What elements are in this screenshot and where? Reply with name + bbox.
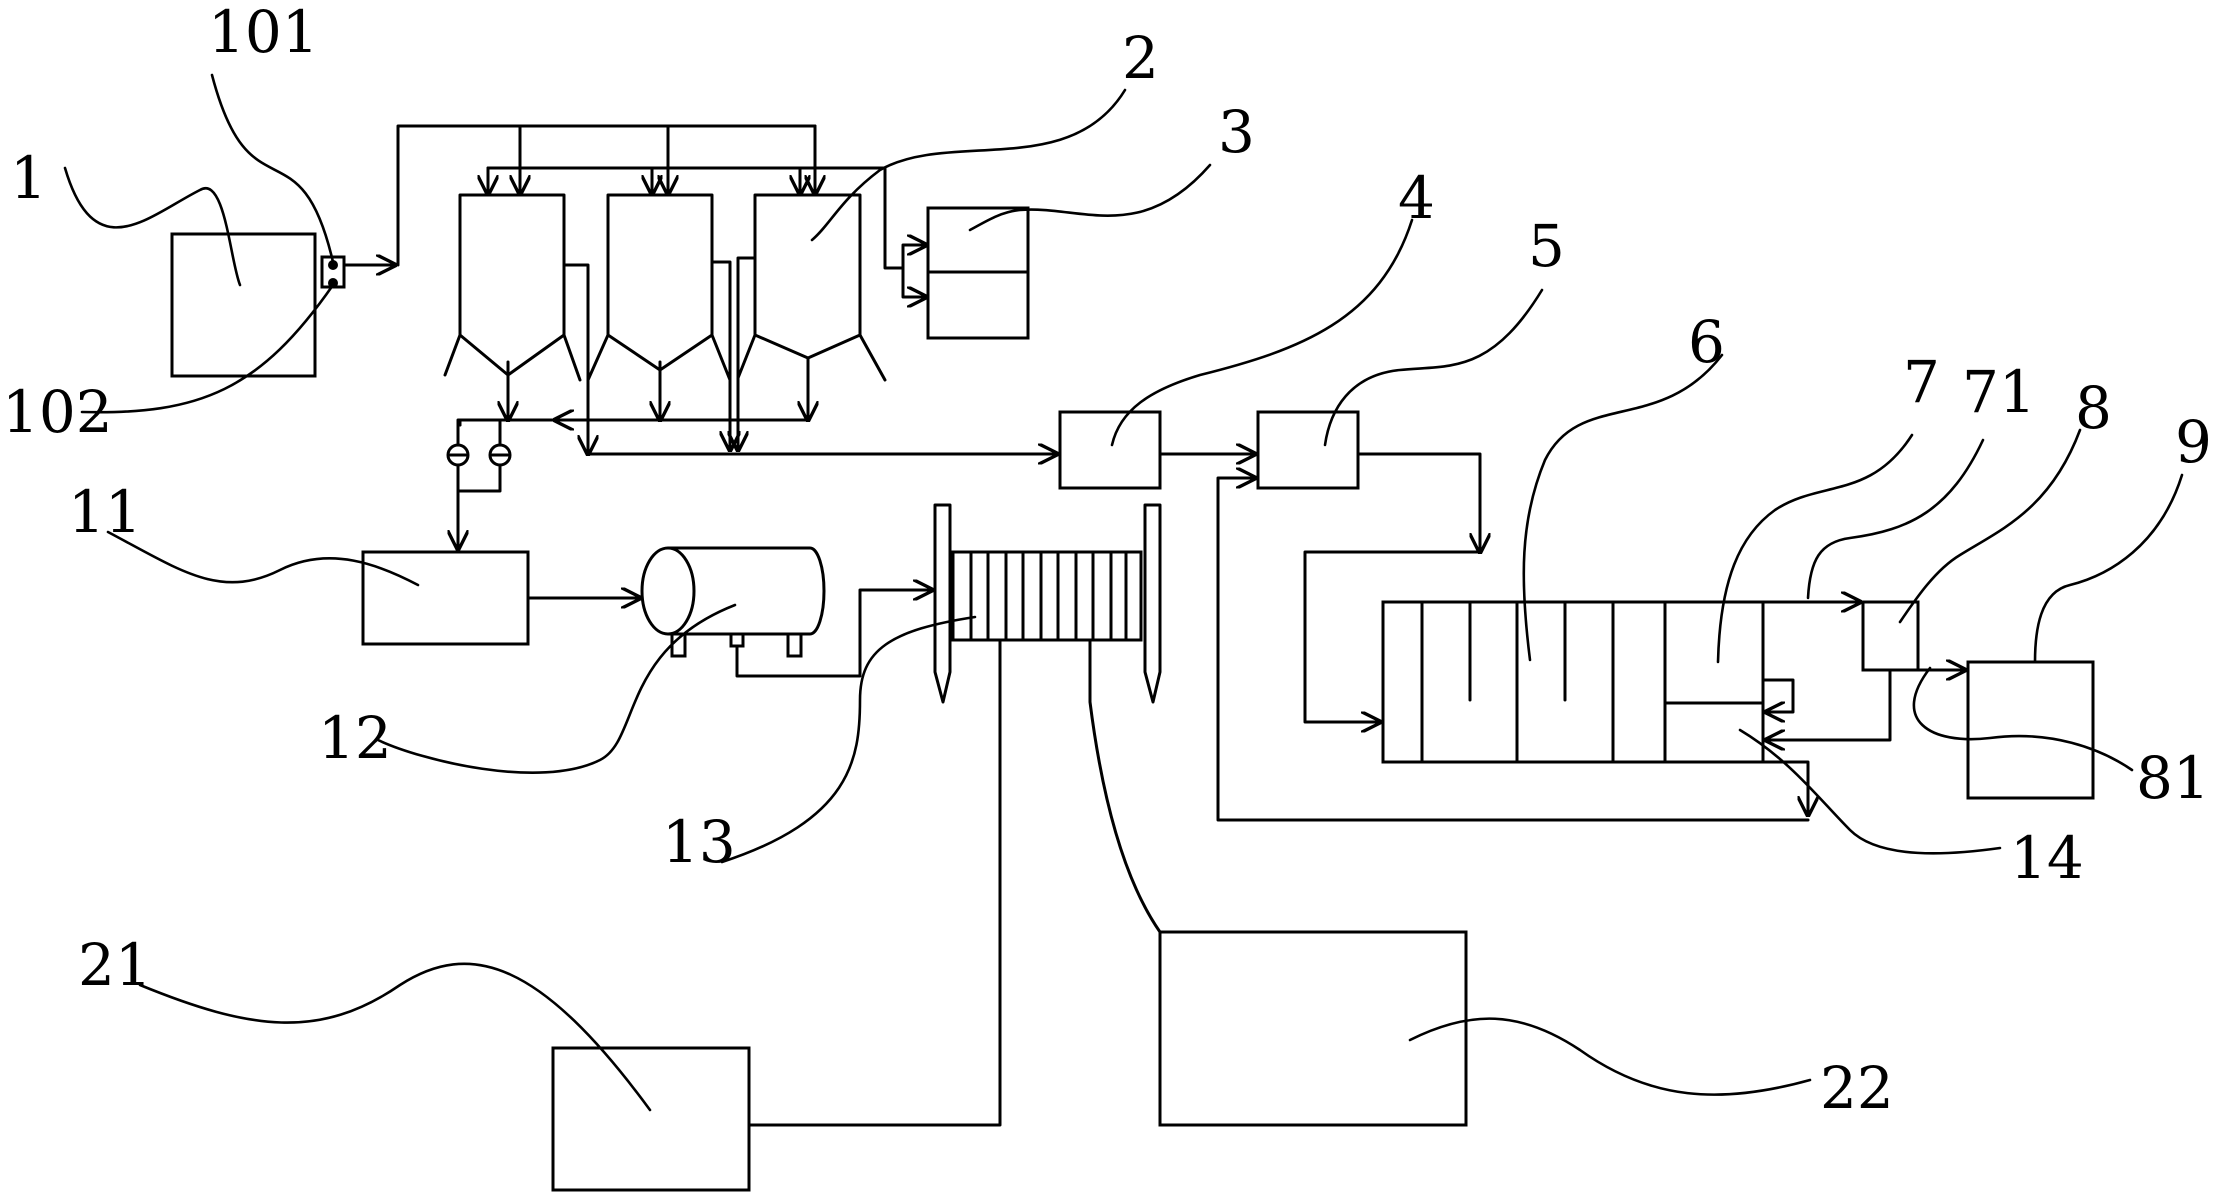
pipe-14-return-to-5 xyxy=(1761,760,1808,815)
leader-2 xyxy=(810,88,1127,242)
pipe-to-unit-3-top xyxy=(883,166,926,270)
leader-12 xyxy=(376,603,737,774)
unit-8-box xyxy=(1861,600,1920,672)
pipe-13-to-22 xyxy=(1088,638,1162,934)
leader-7 xyxy=(1716,433,1914,664)
leader-14 xyxy=(1738,728,2002,855)
leader-11 xyxy=(106,530,420,587)
label-2: 2 xyxy=(1122,24,1159,92)
leader-101 xyxy=(210,73,335,264)
unit-6-tank xyxy=(1381,600,1765,764)
label-21: 21 xyxy=(78,931,152,999)
unit-21-box xyxy=(551,1046,751,1192)
label-7: 7 xyxy=(1903,348,1940,416)
label-101: 101 xyxy=(208,0,319,66)
leader-3 xyxy=(968,163,1212,232)
label-22: 22 xyxy=(1820,1054,1894,1122)
leader-102 xyxy=(80,283,335,414)
hopper-1 xyxy=(443,193,582,382)
hopper-2 xyxy=(586,193,732,382)
pipe-7-loop xyxy=(1761,678,1795,712)
leader-8 xyxy=(1898,428,2082,624)
pipe-collector xyxy=(458,418,810,427)
pipe-bottom-return xyxy=(1216,478,1810,822)
pipe-12-to-13 xyxy=(735,590,932,678)
label-3: 3 xyxy=(1218,98,1255,166)
pipe-hopper-1-side xyxy=(562,263,588,454)
leader-6 xyxy=(1522,353,1724,662)
label-71: 71 xyxy=(1962,358,2036,426)
unit-12-cylinder-end xyxy=(640,546,696,636)
unit-9-box xyxy=(1966,660,2095,800)
unit-4-box xyxy=(1058,410,1162,490)
leader-13 xyxy=(720,615,977,864)
leader-21 xyxy=(138,962,652,1112)
leader-4 xyxy=(1110,218,1414,447)
label-102: 102 xyxy=(2,378,113,446)
label-81: 81 xyxy=(2136,744,2210,812)
label-6: 6 xyxy=(1688,308,1725,376)
valve-102-icon xyxy=(328,278,338,288)
leader-22 xyxy=(1408,1017,1812,1096)
label-8: 8 xyxy=(2075,374,2112,442)
pipe-pump-loop xyxy=(456,418,502,452)
unit-5-box xyxy=(1256,410,1360,490)
pipe-to-unit-6-inlet xyxy=(1303,550,1482,722)
label-4: 4 xyxy=(1398,164,1435,232)
pipe-pump-bypass xyxy=(456,463,502,493)
valve-101-icon xyxy=(328,260,338,270)
unit-11-box xyxy=(361,550,530,646)
label-12: 12 xyxy=(318,704,392,772)
pipe-to-unit-3-bottom xyxy=(901,266,926,297)
label-5: 5 xyxy=(1528,212,1565,280)
unit-12-leg-2 xyxy=(729,632,745,648)
label-1: 1 xyxy=(10,144,47,212)
label-14: 14 xyxy=(2010,824,2084,892)
pipe-hopper-3-side xyxy=(738,256,757,450)
pipe-8-return xyxy=(1766,668,1892,740)
unit-13-left-post xyxy=(933,503,952,704)
leader-1 xyxy=(63,166,242,287)
pipe-13-to-21 xyxy=(747,638,1002,1127)
unit-1-box xyxy=(170,232,317,378)
pipe-hopper-2-side xyxy=(710,260,730,450)
unit-12-leg-3 xyxy=(786,632,803,658)
unit-13-plate-stack xyxy=(951,550,1143,642)
hopper-3 xyxy=(736,193,887,382)
leader-81 xyxy=(1912,666,2134,772)
pipe-feed-header xyxy=(396,124,817,267)
pipe-5-to-6-header xyxy=(1356,452,1480,552)
leader-71 xyxy=(1806,438,1985,600)
label-9: 9 xyxy=(2175,408,2212,476)
unit-22-box xyxy=(1158,930,1468,1127)
unit-12-cylinder xyxy=(668,546,826,636)
leader-9 xyxy=(2033,473,2184,664)
label-11: 11 xyxy=(68,478,142,546)
unit-13-right-post xyxy=(1143,503,1162,704)
leader-5 xyxy=(1323,288,1544,447)
label-13: 13 xyxy=(662,808,736,876)
